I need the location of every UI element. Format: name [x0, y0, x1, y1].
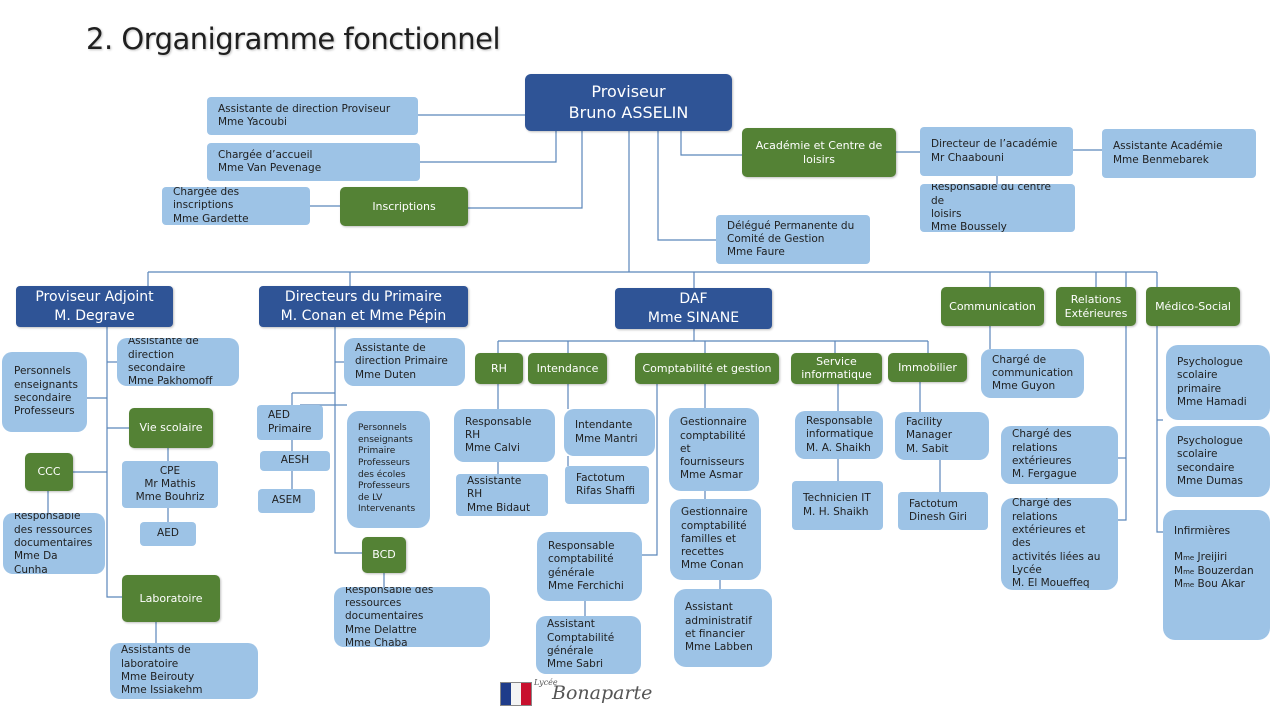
charge-relations-exterieures-fergague-box: Chargé des relations extérieures M. Ferg… [1001, 426, 1118, 484]
infirmiere-name-1: Mme Jreijiri [1174, 551, 1228, 564]
technicien-it-box: Technicien IT M. H. Shaikh [792, 481, 883, 530]
academie-centre-loisirs-box: Académie et Centre de loisirs [742, 128, 896, 177]
asem-box: ASEM [258, 489, 315, 513]
chargee-accueil-box: Chargée d’accueil Mme Van Pevenage [207, 143, 420, 181]
responsable-ressources-documentaires-secondaire-box: Responsable des ressources documentaires… [3, 513, 105, 574]
communication-box: Communication [941, 287, 1044, 326]
relations-exterieures-box: Relations Extérieures [1056, 287, 1136, 326]
daf-box: DAF Mme SINANE [615, 288, 772, 329]
bcd-box: BCD [362, 537, 406, 573]
responsable-comptabilite-generale-box: Responsable comptabilité générale Mme Fe… [537, 532, 642, 601]
flag-icon [500, 682, 532, 706]
directeur-academie-box: Directeur de l’académie Mr Chaabouni [920, 127, 1073, 176]
delegue-comite-gestion-box: Délégué Permanente du Comité de Gestion … [716, 215, 870, 264]
facility-manager-box: Facility Manager M. Sabit [895, 412, 989, 460]
gestionnaire-comptabilite-familles-box: Gestionnaire comptabilité familles et re… [670, 499, 761, 580]
laboratoire-box: Laboratoire [122, 575, 220, 622]
infirmiere-name-2: Mme Bouzerdan [1174, 564, 1254, 577]
responsable-informatique-box: Responsable informatique M. A. Shaikh [795, 411, 883, 459]
medico-social-box: Médico-Social [1146, 287, 1240, 326]
responsable-rh-box: Responsable RH Mme Calvi [454, 409, 555, 462]
comptabilite-gestion-box: Comptabilité et gestion [635, 353, 779, 384]
directeurs-primaire-box: Directeurs du Primaire M. Conan et Mme P… [259, 286, 468, 327]
logo-script-small: Lycée [534, 678, 558, 687]
factotum-intendance-box: Factotum Rifas Shaffi [565, 466, 649, 504]
assistants-laboratoire-box: Assistants de laboratoire Mme Beirouty M… [110, 643, 258, 699]
lycee-bonaparte-logo: Lycée Bonaparte [498, 678, 652, 710]
assistant-comptabilite-generale-box: Assistant Comptabilité générale Mme Sabr… [536, 616, 641, 674]
rh-box: RH [475, 353, 523, 384]
service-informatique-box: Service informatique [791, 353, 882, 384]
inscriptions-box: Inscriptions [340, 187, 468, 226]
assistante-rh-box: Assistante RH Mme Bidaut [456, 474, 548, 516]
chargee-inscriptions-box: Chargée des inscriptions Mme Gardette [162, 187, 310, 225]
aed-primaire-box: AED Primaire [257, 405, 323, 440]
personnels-enseignants-primaire-box: Personnels enseignants Primaire Professe… [347, 411, 430, 528]
page-title: 2. Organigramme fonctionnel [86, 22, 501, 56]
logo-script-large: Bonaparte [552, 682, 653, 704]
assistante-direction-proviseur-box: Assistante de direction Proviseur Mme Ya… [207, 97, 418, 135]
assistante-academie-box: Assistante Académie Mme Benmebarek [1102, 129, 1256, 178]
infirmieres-heading: Infirmières [1174, 525, 1231, 537]
vie-scolaire-box: Vie scolaire [129, 408, 213, 448]
responsable-ressources-documentaires-primaire-box: Responsable des ressources documentaires… [334, 587, 490, 647]
charge-relations-exterieures-moueffeq-box: Chargé des relations extérieures et des … [1001, 498, 1118, 590]
proviseur-adjoint-box: Proviseur Adjoint M. Degrave [16, 286, 173, 327]
immobilier-box: Immobilier [888, 353, 967, 382]
intendance-box: Intendance [528, 353, 607, 384]
proviseur-box: Proviseur Bruno ASSELIN [525, 74, 732, 131]
psychologue-secondaire-box: Psychologue scolaire secondaire Mme Duma… [1166, 426, 1270, 497]
psychologue-primaire-box: Psychologue scolaire primaire Mme Hamadi [1166, 345, 1270, 420]
aed-box: AED [140, 522, 196, 546]
aesh-box: AESH [260, 451, 330, 471]
factotum-immobilier-box: Factotum Dinesh Giri [898, 492, 988, 530]
assistante-direction-secondaire-box: Assistante de direction secondaire Mme P… [117, 338, 239, 386]
ccc-box: CCC [25, 453, 73, 491]
infirmieres-box: Infirmières Mme Jreijiri Mme Bouzerdan M… [1163, 510, 1270, 640]
assistant-administratif-financier-box: Assistant administratif et financier Mme… [674, 589, 772, 667]
cpe-box: CPE Mr Mathis Mme Bouhriz [122, 461, 218, 508]
personnels-enseignants-secondaire-box: Personnels enseignants secondaire Profes… [2, 352, 87, 432]
charge-communication-box: Chargé de communication Mme Guyon [981, 349, 1084, 398]
assistante-direction-primaire-box: Assistante de direction Primaire Mme Dut… [344, 338, 465, 386]
infirmiere-name-3: Mme Bou Akar [1174, 577, 1245, 590]
gestionnaire-comptabilite-fournisseurs-box: Gestionnaire comptabilité et fournisseur… [669, 408, 759, 491]
responsable-centre-loisirs-box: Responsable du centre de loisirs Mme Bou… [920, 184, 1075, 232]
intendante-box: Intendante Mme Mantri [564, 409, 655, 456]
